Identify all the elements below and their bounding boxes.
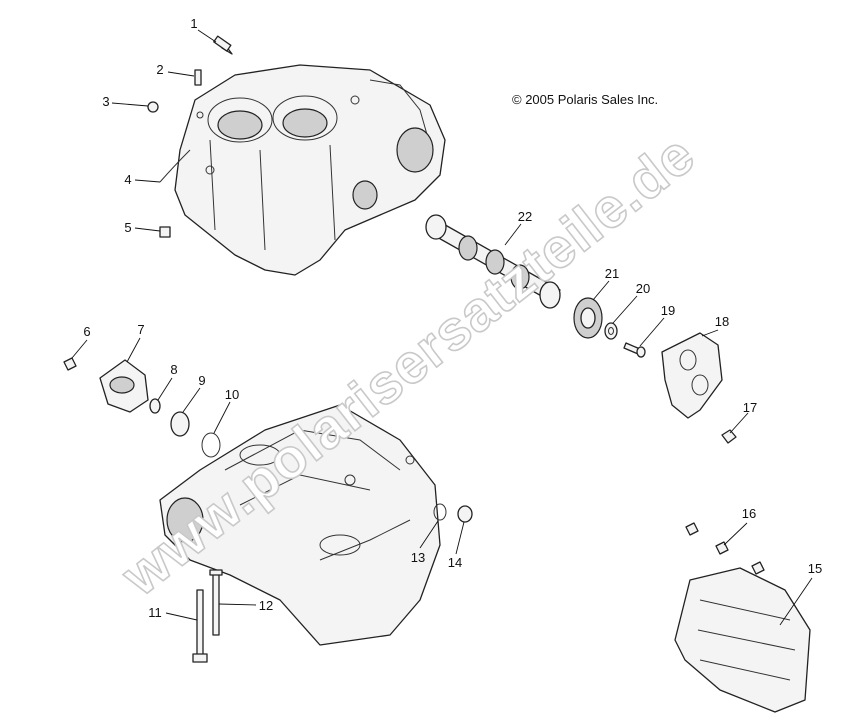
screw-16c bbox=[751, 561, 765, 575]
o-ring-8 bbox=[149, 398, 161, 414]
callout-3: 3 bbox=[102, 94, 109, 109]
bolt-12 bbox=[209, 569, 223, 636]
dowel-pin-2 bbox=[194, 69, 202, 86]
screw-16a bbox=[685, 522, 699, 536]
callout-1: 1 bbox=[190, 16, 197, 31]
callout-16: 16 bbox=[742, 506, 756, 521]
callout-19: 19 bbox=[661, 303, 675, 318]
callout-8: 8 bbox=[170, 362, 177, 377]
skid-plate bbox=[674, 567, 811, 713]
plug-5 bbox=[159, 226, 171, 238]
gasket-4 bbox=[159, 149, 191, 183]
o-ring-13 bbox=[433, 503, 447, 521]
callout-2: 2 bbox=[156, 62, 163, 77]
cover-plate bbox=[661, 332, 723, 419]
callout-18: 18 bbox=[715, 314, 729, 329]
copyright-notice: © 2005 Polaris Sales Inc. bbox=[512, 92, 658, 107]
cam-gear bbox=[573, 297, 603, 339]
leader-lines bbox=[71, 29, 813, 626]
callout-21: 21 bbox=[605, 266, 619, 281]
callout-6: 6 bbox=[83, 324, 90, 339]
bolt-11 bbox=[192, 589, 208, 663]
callout-7: 7 bbox=[137, 322, 144, 337]
o-ring-3 bbox=[147, 101, 159, 113]
lower-crankcase bbox=[159, 404, 441, 646]
washer bbox=[604, 322, 618, 340]
screw-16b bbox=[715, 541, 729, 555]
screw-6 bbox=[63, 357, 77, 371]
callout-13: 13 bbox=[411, 550, 425, 565]
upper-crankcase bbox=[174, 64, 446, 276]
callout-17: 17 bbox=[743, 400, 757, 415]
screw-17 bbox=[721, 429, 737, 444]
oil-filter-housing bbox=[99, 359, 149, 413]
snap-ring-10 bbox=[201, 432, 221, 458]
callout-20: 20 bbox=[636, 281, 650, 296]
camshaft bbox=[425, 214, 561, 309]
plug-14 bbox=[457, 505, 473, 523]
callout-15: 15 bbox=[808, 561, 822, 576]
dowel-pin-1 bbox=[213, 35, 233, 55]
callout-9: 9 bbox=[198, 373, 205, 388]
callout-5: 5 bbox=[124, 220, 131, 235]
callout-11: 11 bbox=[148, 605, 162, 620]
callout-10: 10 bbox=[225, 387, 239, 402]
callout-4: 4 bbox=[124, 172, 131, 187]
callout-labels: 1 2 3 4 5 6 7 8 9 10 11 12 13 14 15 16 1… bbox=[83, 16, 822, 620]
callout-22: 22 bbox=[518, 209, 532, 224]
cam-bolt bbox=[623, 342, 646, 358]
callout-12: 12 bbox=[259, 598, 273, 613]
callout-14: 14 bbox=[448, 555, 462, 570]
cap-9 bbox=[170, 411, 190, 437]
